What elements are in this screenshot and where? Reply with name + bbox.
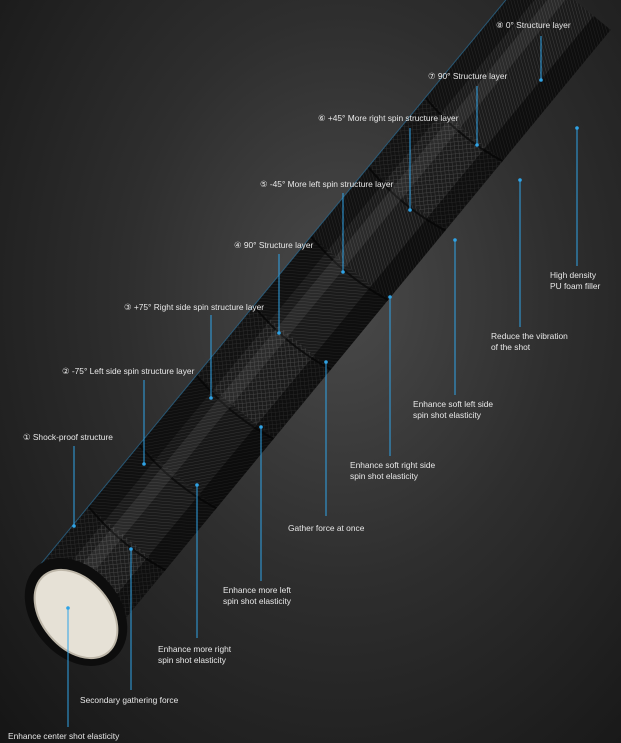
label-soft-right-2: spin shot elasticity bbox=[350, 471, 419, 481]
function-labels: High density PU foam filler Reduce the v… bbox=[8, 270, 600, 741]
label-layer-6: ⑥ +45° More right spin structure layer bbox=[318, 113, 459, 123]
label-layer-5: ⑤ -45° More left spin structure layer bbox=[260, 179, 393, 189]
label-center: Enhance center shot elasticity bbox=[8, 731, 120, 741]
band-minus45 bbox=[253, 236, 389, 370]
layer-labels: ⑧ 0° Structure layer ⑦ 90° Structure lay… bbox=[23, 20, 571, 442]
label-more-left-1: Enhance more left bbox=[223, 585, 292, 595]
band-90-structure bbox=[196, 305, 331, 439]
band-0-structure bbox=[425, 0, 611, 162]
bat-rod bbox=[37, 0, 611, 632]
label-secondary: Secondary gathering force bbox=[80, 695, 179, 705]
label-soft-left-1: Enhance soft left side bbox=[413, 399, 493, 409]
band-plus75 bbox=[139, 375, 274, 509]
label-more-left-2: spin shot elasticity bbox=[223, 596, 292, 606]
label-foam-2: PU foam filler bbox=[550, 281, 600, 291]
rod-end-cap bbox=[24, 558, 128, 666]
label-more-right-1: Enhance more right bbox=[158, 644, 232, 654]
label-layer-3: ③ +75° Right side spin structure layer bbox=[124, 302, 264, 312]
label-layer-2: ② -75° Left side spin structure layer bbox=[62, 366, 195, 376]
label-vibration-1: Reduce the vibration bbox=[491, 331, 568, 341]
label-layer-4: ④ 90° Structure layer bbox=[234, 240, 313, 250]
label-foam-1: High density bbox=[550, 270, 597, 280]
band-90-structure-outer bbox=[368, 97, 503, 231]
band-shock-proof bbox=[37, 506, 166, 632]
label-layer-1: ① Shock-proof structure bbox=[23, 432, 113, 442]
band-minus75 bbox=[88, 444, 217, 571]
label-gather: Gather force at once bbox=[288, 523, 365, 533]
label-more-right-2: spin shot elasticity bbox=[158, 655, 227, 665]
foam-core bbox=[34, 569, 118, 659]
band-plus45 bbox=[310, 166, 446, 301]
label-vibration-2: of the shot bbox=[491, 342, 531, 352]
label-layer-8: ⑧ 0° Structure layer bbox=[496, 20, 571, 30]
label-soft-left-2: spin shot elasticity bbox=[413, 410, 482, 420]
leader-lines bbox=[66, 36, 579, 727]
label-soft-right-1: Enhance soft right side bbox=[350, 460, 436, 470]
label-layer-7: ⑦ 90° Structure layer bbox=[428, 71, 507, 81]
